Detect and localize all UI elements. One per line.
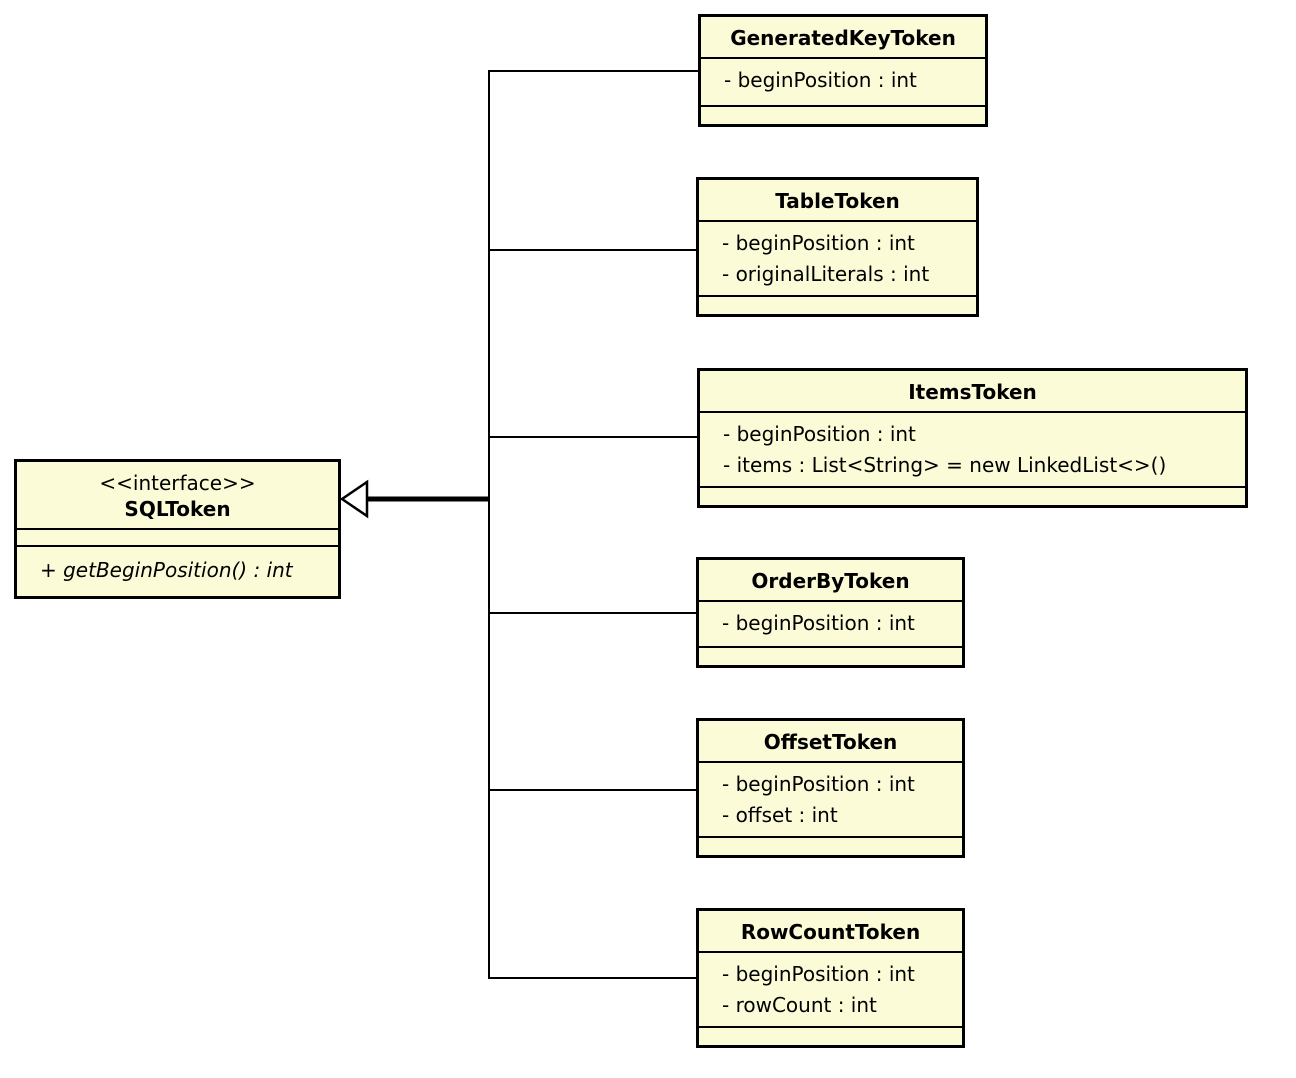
class-operations-compartment-empty [699, 1028, 962, 1045]
class-attribute: - items : List<String> = new LinkedList<… [723, 453, 1167, 477]
inheritance-arrow-triangle-icon [339, 479, 369, 519]
class-attribute: - beginPosition : int [722, 231, 915, 255]
class-attributes-compartment: - beginPosition : int [701, 59, 985, 107]
class-attribute: - beginPosition : int [722, 611, 915, 635]
class-orderbytoken-box: OrderByToken - beginPosition : int [696, 557, 965, 668]
class-name: OffsetToken [699, 721, 962, 763]
class-name: OrderByToken [699, 560, 962, 602]
class-operations-compartment-empty [699, 838, 962, 855]
class-attribute: - originalLiterals : int [722, 262, 930, 286]
class-rowcounttoken-box: RowCountToken - beginPosition : int - ro… [696, 908, 965, 1048]
interface-attributes-compartment-empty [17, 530, 338, 547]
class-attributes-compartment: - beginPosition : int - offset : int [699, 763, 962, 838]
class-offsettoken-box: OffsetToken - beginPosition : int - offs… [696, 718, 965, 858]
class-tabletoken-box: TableToken - beginPosition : int - origi… [696, 177, 979, 317]
class-attribute: - beginPosition : int [722, 962, 915, 986]
class-attributes-compartment: - beginPosition : int - rowCount : int [699, 953, 962, 1028]
class-attributes-compartment: - beginPosition : int [699, 602, 962, 648]
class-attribute: - beginPosition : int [723, 422, 916, 446]
interface-operation: + getBeginPosition() : int [40, 558, 293, 582]
class-operations-compartment-empty [700, 488, 1245, 505]
interface-stereotype: <<interface>> [99, 471, 256, 495]
class-name: ItemsToken [700, 371, 1245, 413]
class-operations-compartment-empty [701, 107, 985, 124]
class-attribute: - beginPosition : int [724, 68, 917, 92]
class-name: TableToken [699, 180, 976, 222]
class-attribute: - rowCount : int [722, 993, 877, 1017]
class-attribute: - beginPosition : int [722, 772, 915, 796]
class-attributes-compartment: - beginPosition : int - originalLiterals… [699, 222, 976, 297]
interface-title: <<interface>> SQLToken [17, 462, 338, 530]
class-generatedkeytoken-box: GeneratedKeyToken - beginPosition : int [698, 14, 988, 127]
class-name: RowCountToken [699, 911, 962, 953]
class-name: GeneratedKeyToken [701, 17, 985, 59]
interface-operations-compartment: + getBeginPosition() : int [17, 547, 338, 596]
interface-name: SQLToken [124, 497, 231, 521]
class-operations-compartment-empty [699, 648, 962, 665]
class-attributes-compartment: - beginPosition : int - items : List<Str… [700, 413, 1245, 488]
class-itemstoken-box: ItemsToken - beginPosition : int - items… [697, 368, 1248, 508]
class-attribute: - offset : int [722, 803, 838, 827]
interface-sqltoken-box: <<interface>> SQLToken + getBeginPositio… [14, 459, 341, 599]
class-operations-compartment-empty [699, 297, 976, 314]
